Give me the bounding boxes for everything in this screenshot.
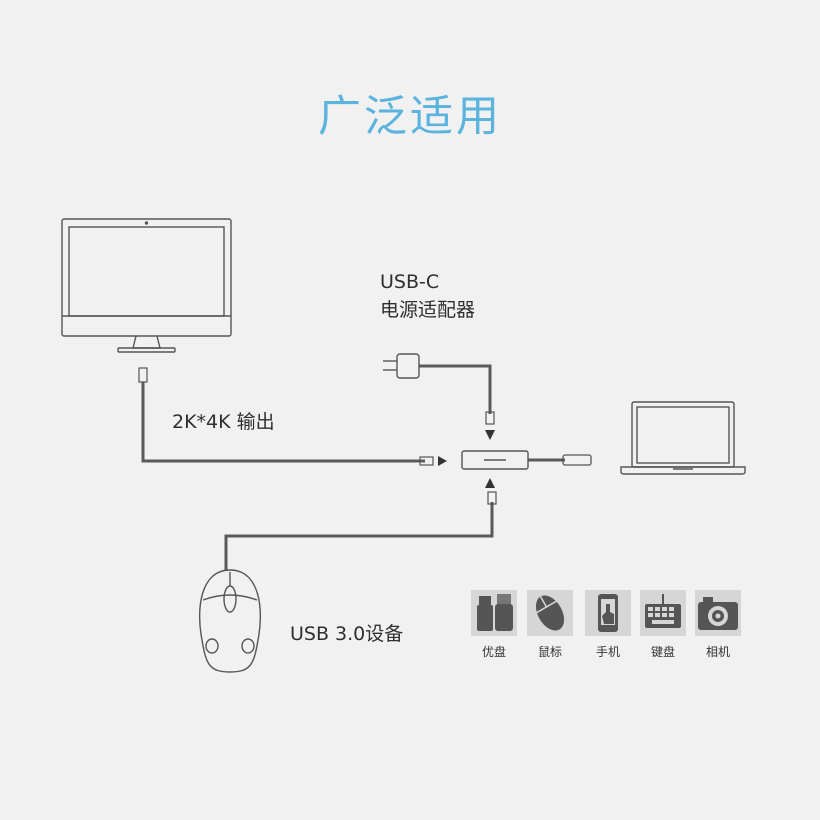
device-caption-mouse: 鼠标 bbox=[527, 643, 573, 660]
device-caption-phone: 手机 bbox=[585, 643, 631, 660]
device-caption-usb-drive: 优盘 bbox=[471, 643, 517, 660]
keyboard-icon bbox=[640, 590, 686, 636]
usb-drive-icon bbox=[471, 590, 517, 636]
arrows bbox=[438, 430, 495, 488]
power-adapter-label: USB-C 电源适配器 bbox=[380, 268, 475, 324]
mouse-icon bbox=[200, 570, 261, 672]
camera-icon bbox=[695, 590, 741, 636]
power-adapter-label-line2: 电源适配器 bbox=[380, 296, 475, 324]
device-caption-camera: 相机 bbox=[695, 643, 741, 660]
power-adapter-icon bbox=[383, 354, 419, 378]
page-title: 广泛适用 bbox=[0, 82, 820, 144]
power-adapter-label-line1: USB-C bbox=[380, 268, 475, 296]
usb-hub-icon bbox=[462, 451, 528, 469]
display-output-label: 2K*4K 输出 bbox=[172, 408, 275, 436]
phone-icon bbox=[585, 590, 631, 636]
usb-devices-label: USB 3.0设备 bbox=[290, 620, 403, 648]
mouse-small-icon bbox=[527, 590, 573, 636]
device-caption-keyboard: 键盘 bbox=[640, 643, 686, 660]
monitor-icon bbox=[62, 219, 231, 352]
cables bbox=[139, 366, 591, 570]
laptop-icon bbox=[621, 402, 745, 474]
